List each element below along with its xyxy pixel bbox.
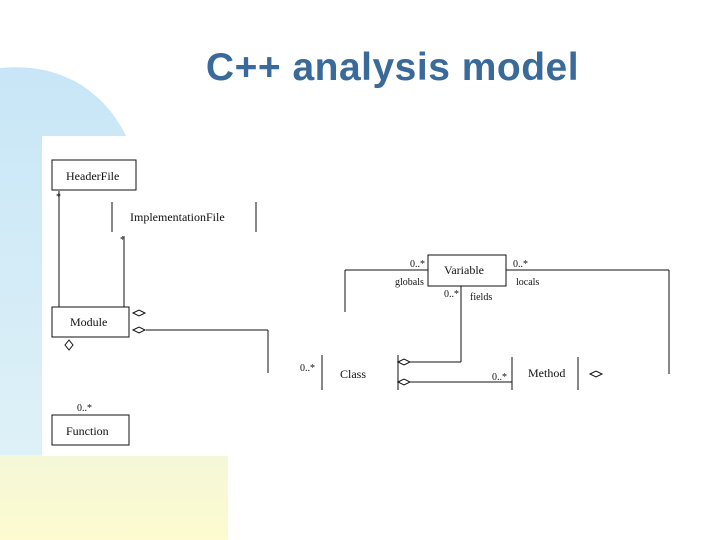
module-diamond-upper (131, 309, 147, 317)
implementation-multiplicity: * (120, 235, 125, 246)
headerfile-box (51, 159, 137, 191)
implementationfile-label: ImplementationFile (130, 210, 225, 224)
background-yellow-block (0, 455, 228, 540)
class-diamond-upper (396, 358, 412, 366)
fields-role: fields (470, 292, 492, 303)
class-multiplicity: 0..* (300, 363, 315, 374)
method-diamond (588, 370, 604, 378)
globals-multiplicity: 0..* (410, 259, 425, 270)
function-label: Function (66, 424, 109, 438)
globals-role: globals (395, 277, 424, 288)
function-box (51, 414, 130, 446)
fields-multiplicity: 0..* (444, 289, 459, 300)
diagram-image-panel (42, 136, 228, 456)
method-multiplicity: 0..* (492, 372, 507, 383)
module-diamond-lower (131, 326, 147, 334)
function-multiplicity: 0..* (77, 403, 92, 414)
variable-label: Variable (444, 263, 484, 277)
method-label: Method (528, 366, 565, 380)
locals-role: locals (516, 277, 539, 288)
module-label: Module (70, 315, 107, 329)
slide-title: C++ analysis model (205, 46, 580, 89)
class-label: Class (340, 367, 366, 381)
header-multiplicity: * (56, 192, 61, 203)
class-diamond-lower (396, 378, 412, 386)
locals-multiplicity: 0..* (513, 259, 528, 270)
module-box (51, 306, 130, 338)
headerfile-label: HeaderFile (66, 169, 119, 183)
module-diamond-bottom (64, 339, 74, 351)
